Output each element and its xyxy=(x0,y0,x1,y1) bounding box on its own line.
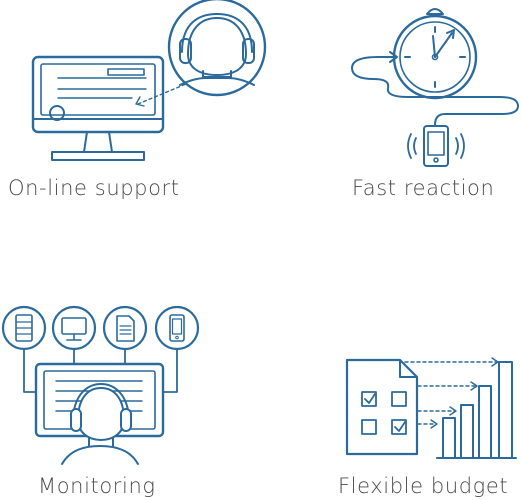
flexible-budget-icon xyxy=(345,357,517,459)
online-support-icon xyxy=(31,0,267,161)
monitoring-icon xyxy=(1,305,200,465)
caption-online-support: On-line support xyxy=(8,176,180,200)
fast-reaction-icon xyxy=(351,8,519,167)
caption-monitoring: Monitoring xyxy=(38,474,156,498)
caption-fast-reaction: Fast reaction xyxy=(352,176,495,200)
caption-flexible-budget: Flexible budget xyxy=(338,474,509,498)
